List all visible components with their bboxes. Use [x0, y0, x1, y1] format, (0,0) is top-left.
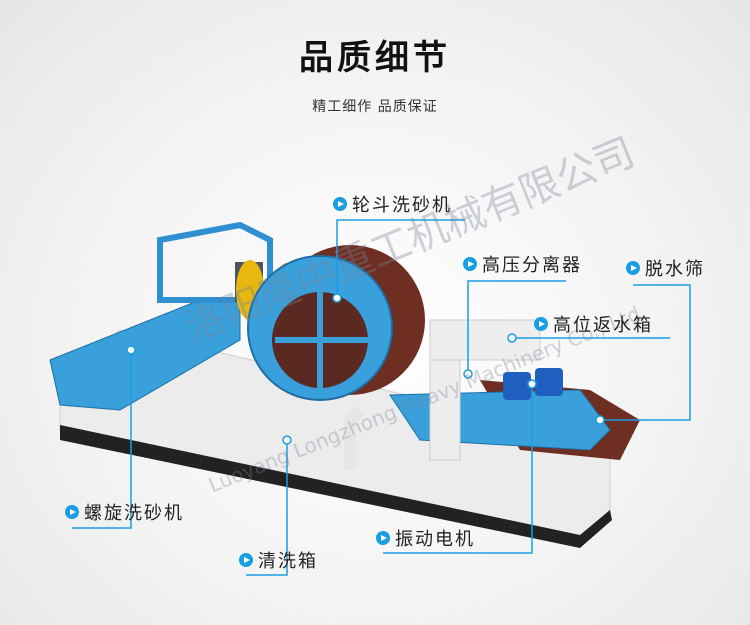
vibration-motor-1 — [503, 372, 531, 400]
callout-line-wash-tank — [246, 440, 288, 576]
page-subtitle: 精工细作 品质保证 — [312, 99, 438, 115]
callout-label: 清洗箱 — [258, 551, 318, 572]
play-bullet-icon — [239, 553, 253, 567]
callout-dewatering-screen: 脱水筛 — [626, 255, 705, 281]
callout-label: 高压分离器 — [482, 255, 582, 276]
callout-vibration-motor: 振动电机 — [376, 525, 475, 551]
callout-line-bucket-wheel — [336, 219, 465, 298]
callout-spiral-washer: 螺旋洗砂机 — [65, 499, 184, 525]
return-tank — [429, 319, 541, 361]
play-bullet-icon — [376, 531, 390, 545]
callout-return-tank: 高位返水箱 — [534, 311, 653, 337]
callout-line-vibration-motor — [383, 384, 533, 554]
callout-anchors — [126, 293, 605, 445]
play-bullet-icon — [65, 505, 79, 519]
callout-wash-tank: 清洗箱 — [239, 547, 318, 573]
callout-line-spiral-washer — [72, 350, 132, 529]
callout-label: 振动电机 — [395, 529, 475, 550]
page-title: 品质细节 — [299, 38, 451, 78]
play-bullet-icon — [534, 317, 548, 331]
spiral-drive-frame — [157, 221, 273, 303]
callout-line-dewatering-screen — [600, 284, 691, 421]
vibration-motor-2 — [535, 368, 563, 396]
callout-bucket-wheel-washer: 轮斗洗砂机 — [333, 191, 452, 217]
play-bullet-icon — [463, 257, 477, 271]
base-skid — [60, 425, 612, 548]
play-bullet-icon — [333, 197, 347, 211]
callout-label: 轮斗洗砂机 — [352, 195, 452, 216]
callout-lines — [72, 219, 691, 576]
callout-label: 脱水筛 — [645, 259, 705, 280]
play-bullet-icon — [626, 261, 640, 275]
callout-label: 高位返水箱 — [553, 315, 653, 336]
callout-line-hydrocyclone — [467, 280, 566, 374]
water-pipe — [344, 405, 365, 470]
callout-label: 螺旋洗砂机 — [84, 503, 184, 524]
callout-hydrocyclone: 高压分离器 — [463, 251, 582, 277]
